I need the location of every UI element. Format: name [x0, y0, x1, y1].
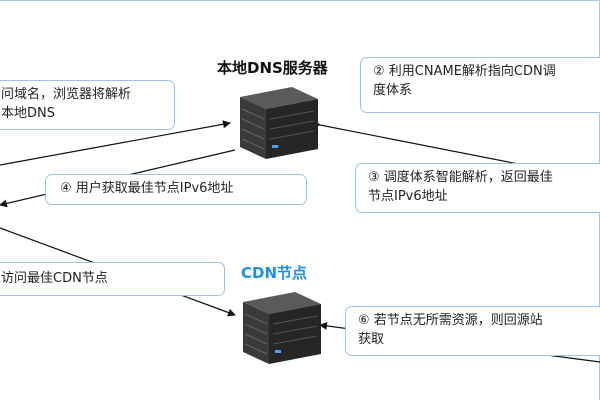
step6-box: ⑥ 若节点无所需资源，则回源站 获取 [345, 306, 600, 356]
step4-line1: ④ 用户获取最佳节点IPv6地址 [60, 181, 234, 196]
step1-line2: 本地DNS [1, 106, 55, 121]
server-icon [243, 292, 321, 364]
step5-box: 访问最佳CDN节点 [0, 262, 225, 296]
step5-line1: 访问最佳CDN节点 [1, 271, 108, 286]
step1-line1: 问域名，浏览器将解析 [1, 87, 132, 102]
step3-line2: 节点IPv6地址 [368, 189, 448, 204]
step2-line1: ② 利用CNAME解析指向CDN调 [373, 64, 556, 79]
step2-box: ② 利用CNAME解析指向CDN调 度体系 [360, 57, 600, 113]
step1-box: 问域名，浏览器将解析 本地DNS [0, 80, 175, 130]
step3-line1: ③ 调度体系智能解析，返回最佳 [368, 170, 553, 185]
cdn-node-label: CDN节点 [241, 264, 308, 282]
frame-top-edge [0, 0, 600, 1]
step6-line1: ⑥ 若节点无所需资源，则回源站 [358, 313, 543, 328]
server-icon [240, 87, 318, 159]
step3-box: ③ 调度体系智能解析，返回最佳 节点IPv6地址 [355, 163, 600, 213]
arrow-user-to-dns [0, 120, 231, 166]
step2-line2: 度体系 [373, 83, 413, 98]
step6-line2: 获取 [358, 332, 385, 347]
dns-server-label: 本地DNS服务器 [217, 59, 328, 77]
step4-box: ④ 用户获取最佳节点IPv6地址 [45, 174, 307, 205]
